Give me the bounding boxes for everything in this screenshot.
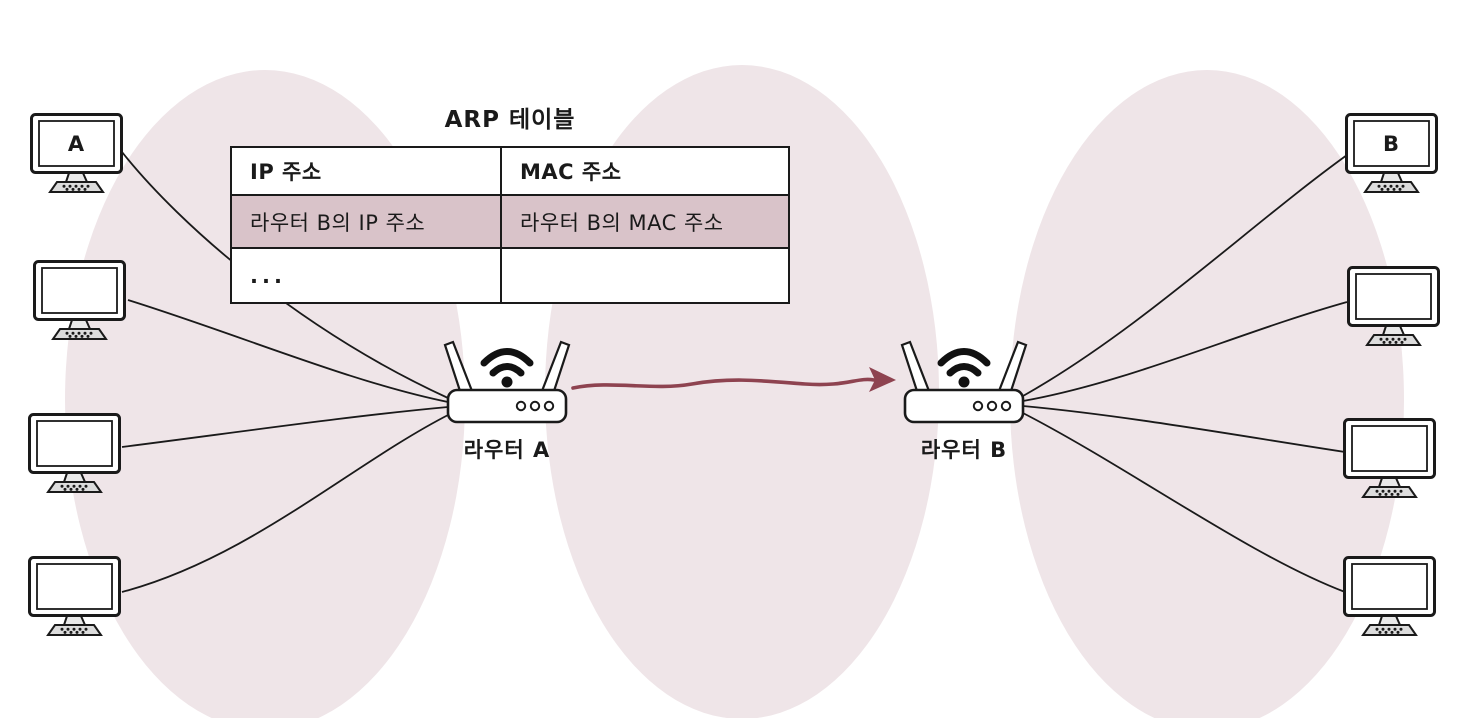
cable-right-1 <box>1022 154 1348 397</box>
arp-cell-router-b-mac: 라우터 B의 MAC 주소 <box>520 210 724 235</box>
packet-arrow-head <box>869 367 896 392</box>
arp-row-router-b: 라우터 B의 IP 주소 라우터 B의 MAC 주소 <box>232 194 788 247</box>
cable-left-3 <box>121 406 449 448</box>
arp-column-ip: IP 주소 <box>232 148 502 194</box>
router-b-label: 라우터 B <box>920 438 1008 462</box>
arp-cell-router-b-ip: 라우터 B의 IP 주소 <box>232 196 502 247</box>
arp-row-ellipsis: ... <box>232 247 788 302</box>
computer-b-label: B <box>1383 132 1399 156</box>
cable-left-4 <box>121 413 451 593</box>
computer-a-label: A <box>68 132 85 156</box>
cable-left-2 <box>127 299 449 403</box>
arp-cell-empty <box>502 249 788 302</box>
arp-table-title: ARP 테이블 <box>444 107 576 133</box>
cable-right-2 <box>1022 301 1348 402</box>
packet-arrow-line <box>571 377 876 390</box>
cable-right-3 <box>1022 405 1346 453</box>
arp-header-row: IP 주소 MAC 주소 <box>232 148 788 194</box>
router-a-label: 라우터 A <box>463 438 551 462</box>
arp-table: IP 주소 MAC 주소 라우터 B의 IP 주소 라우터 B의 MAC 주소 … <box>230 146 790 304</box>
network-cloud-right <box>1010 70 1404 718</box>
cable-right-4 <box>1020 411 1346 593</box>
left-computer-4-icon <box>28 556 121 637</box>
right-computer-4-icon <box>1343 556 1436 637</box>
arp-column-mac: MAC 주소 <box>520 160 622 184</box>
arp-cell-ellipsis: ... <box>232 249 502 302</box>
